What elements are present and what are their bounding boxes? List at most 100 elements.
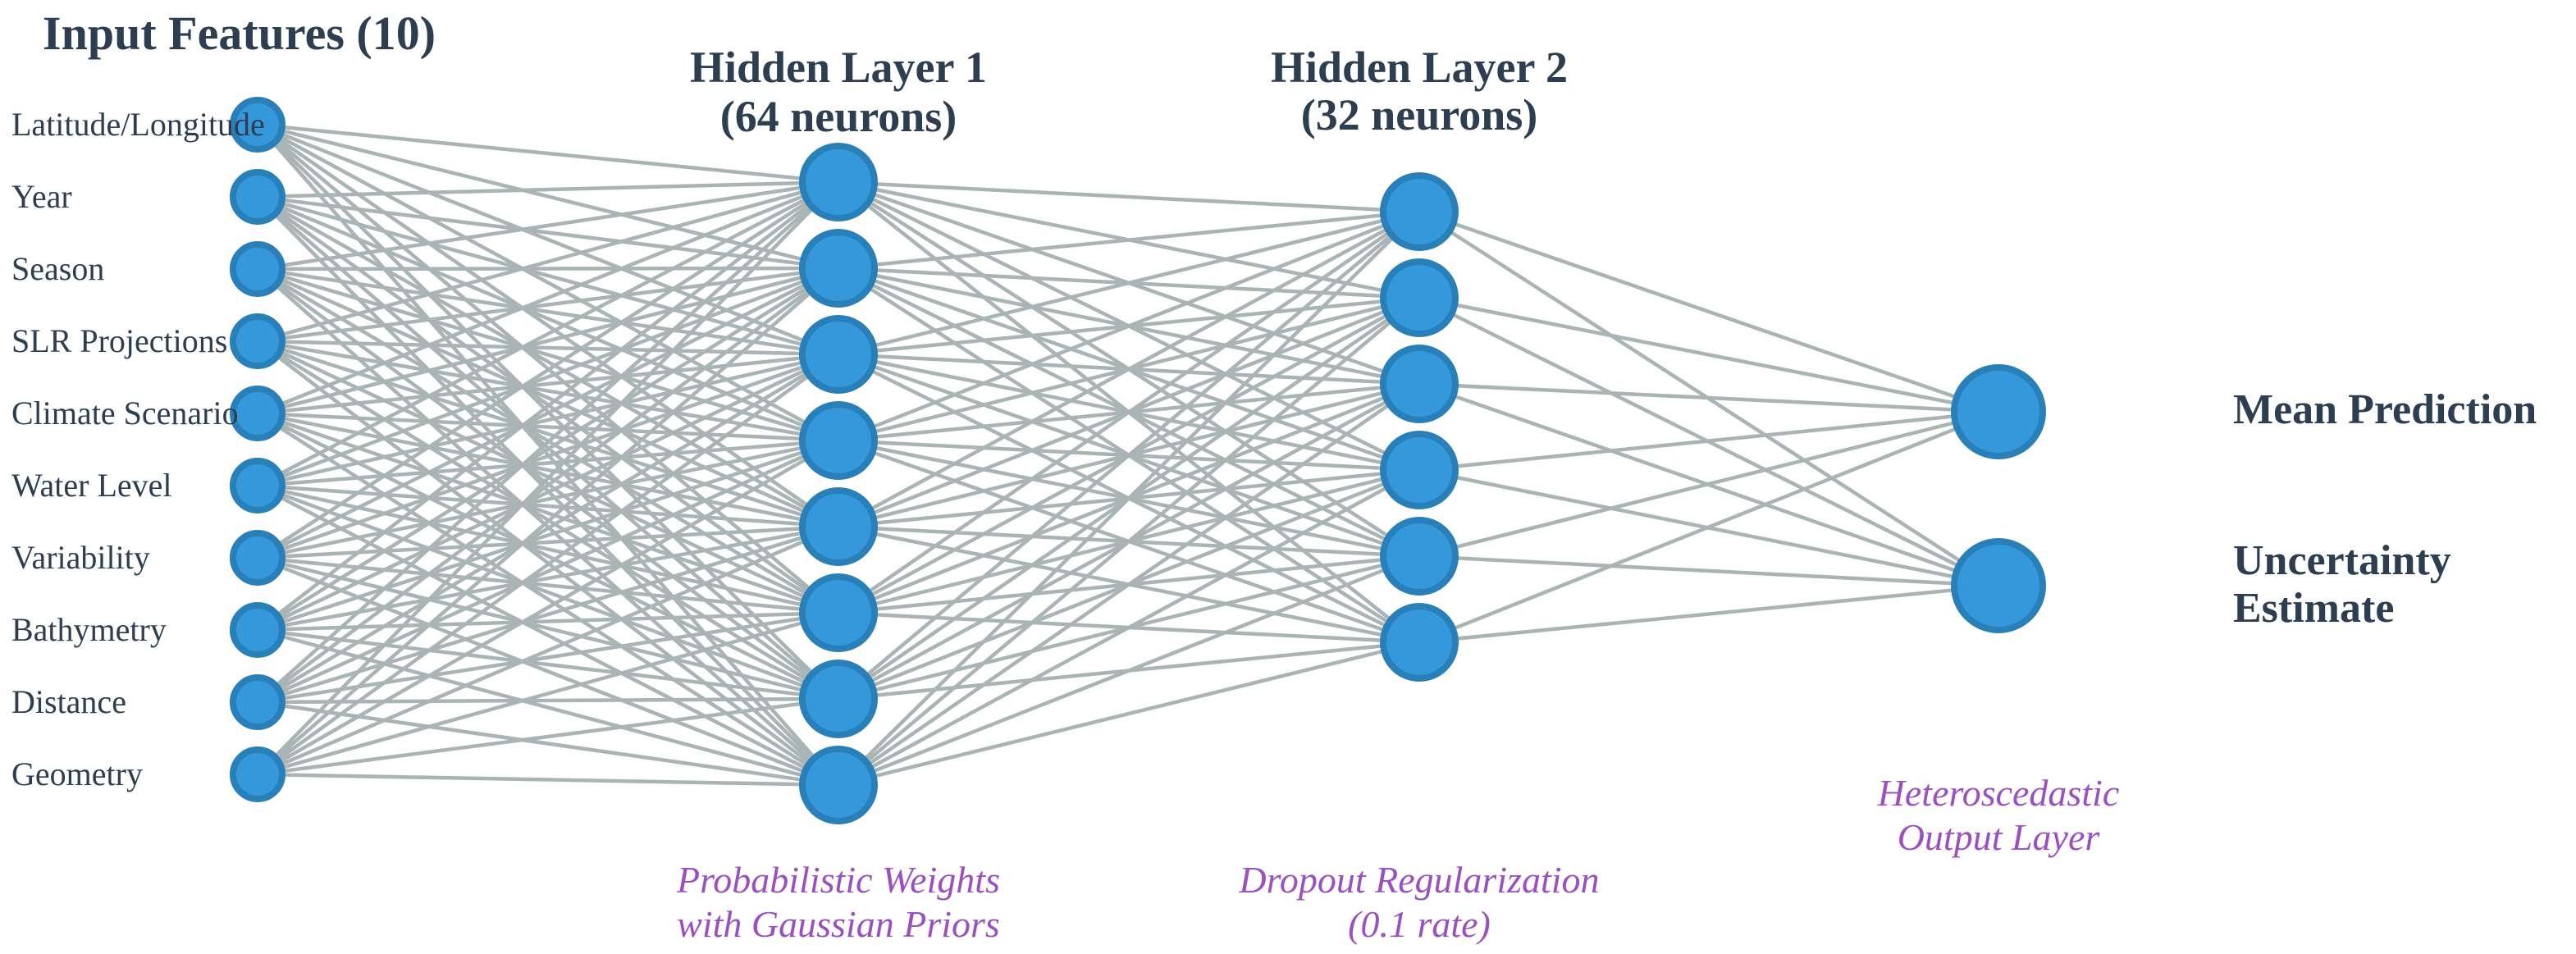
output-neuron-1 [1951, 538, 2046, 633]
input-neuron-3 [230, 313, 285, 369]
connection-hidden1-7-hidden2-4 [838, 554, 1420, 787]
connection-input-6-hidden1-7 [257, 555, 839, 787]
input-neuron-9 [230, 746, 285, 802]
connection-input-6-hidden1-5 [257, 555, 839, 615]
output-label-uncertainty: Uncertainty [2233, 537, 2451, 584]
connection-hidden2-3-output-0 [1418, 409, 1999, 472]
hidden-layer-2-title: Hidden Layer 2 [1271, 43, 1568, 92]
hidden2-neuron-0 [1380, 172, 1459, 251]
hidden1-neuron-0 [799, 143, 878, 221]
connection-input-9-hidden1-3 [256, 439, 840, 776]
connection-input-7-hidden1-0 [256, 180, 840, 632]
annotation-heteroscedastic: Heteroscedastic [1877, 772, 2120, 814]
connection-hidden2-5-output-1 [1418, 583, 1999, 645]
connection-hidden2-5-output-0 [1418, 409, 1999, 645]
input-neuron-5 [230, 458, 285, 514]
connection-input-4-hidden1-0 [257, 180, 839, 416]
input-feature-label-5: Water Level [11, 467, 172, 504]
neurons [230, 97, 2046, 824]
connection-input-5-hidden1-0 [256, 180, 840, 487]
connection-input-4-hidden1-2 [257, 352, 839, 416]
connection-input-9-hidden1-1 [256, 267, 840, 776]
input-neuron-7 [230, 602, 285, 658]
connection-hidden1-4-hidden2-0 [837, 210, 1421, 528]
hidden2-neuron-2 [1380, 345, 1459, 423]
connection-hidden1-3-hidden2-0 [838, 209, 1420, 443]
connection-input-9-hidden1-6 [257, 696, 839, 777]
hidden1-neuron-4 [799, 487, 878, 566]
hidden1-neuron-5 [799, 573, 878, 652]
connection-input-7-hidden1-5 [257, 610, 839, 632]
connection-hidden1-7-hidden2-1 [837, 296, 1421, 787]
hidden2-neuron-3 [1380, 431, 1459, 509]
connection-input-9-hidden1-4 [257, 524, 839, 777]
connection-hidden1-7-hidden2-3 [837, 468, 1421, 787]
annotation-output-layer: Output Layer [1898, 816, 2101, 858]
connection-input-7-hidden1-2 [257, 352, 839, 632]
connection-input-7-hidden1-3 [257, 438, 839, 632]
input-feature-label-2: Season [11, 250, 104, 287]
hidden1-neuron-1 [799, 229, 878, 308]
input-feature-label-8: Distance [11, 683, 126, 720]
input-neuron-4 [230, 386, 285, 441]
connection-input-7-hidden1-4 [257, 524, 839, 632]
annotation-dropout: Dropout Regularization [1238, 859, 1599, 901]
input-feature-label-4: Climate Scenario [11, 395, 239, 431]
connection-hidden1-0-hidden2-0 [838, 180, 1420, 214]
connection-input-5-hidden1-7 [256, 484, 840, 787]
output-neuron-0 [1951, 364, 2046, 459]
connection-input-1-hidden1-0 [257, 180, 839, 199]
connection-hidden1-6-hidden2-0 [837, 210, 1421, 701]
annotation-dropout-rate: (0.1 rate) [1348, 903, 1491, 945]
connection-input-2-hidden1-4 [257, 267, 839, 529]
connection-input-8-hidden1-0 [256, 180, 840, 704]
connection-hidden2-2-output-0 [1418, 381, 1999, 414]
input-feature-label-7: Bathymetry [11, 611, 167, 648]
input-layer-title: Input Features (10) [43, 7, 436, 60]
hidden2-neuron-4 [1380, 517, 1459, 596]
connection-input-8-hidden1-4 [257, 524, 839, 705]
connection-input-5-hidden1-4 [257, 483, 839, 529]
input-feature-label-1: Year [11, 178, 72, 215]
connection-input-9-hidden1-5 [257, 610, 839, 777]
connection-input-6-hidden1-4 [257, 524, 839, 560]
connection-input-4-hidden1-3 [257, 411, 839, 443]
connection-input-6-hidden1-1 [256, 266, 840, 560]
output-label-estimate: Estimate [2233, 585, 2394, 632]
input-feature-label-0: Latitude/Longitude [11, 106, 265, 143]
connection-input-9-hidden1-2 [256, 353, 840, 776]
hidden1-neuron-7 [799, 746, 878, 824]
connection-hidden2-0-output-0 [1418, 209, 1999, 414]
input-neuron-8 [230, 674, 285, 730]
connection-hidden1-5-hidden2-0 [837, 210, 1421, 614]
input-neuron-0 [230, 97, 285, 153]
connection-input-8-hidden1-6 [257, 696, 839, 705]
input-feature-label-3: SLR Projections [11, 322, 227, 359]
connection-input-3-hidden1-0 [257, 180, 839, 344]
connection-input-6-hidden1-2 [257, 352, 839, 560]
input-feature-label-6: Variability [11, 539, 150, 576]
input-neuron-1 [230, 169, 285, 225]
connections [256, 122, 2000, 787]
connection-input-8-hidden1-1 [256, 267, 840, 704]
connection-input-4-hidden1-6 [257, 411, 839, 701]
connection-hidden2-4-output-1 [1418, 554, 1999, 588]
hidden2-neuron-5 [1380, 603, 1459, 682]
connection-hidden1-7-hidden2-0 [837, 210, 1421, 787]
connection-hidden1-1-hidden2-0 [838, 209, 1420, 271]
connection-input-5-hidden1-2 [257, 352, 839, 488]
hidden-layer-2-subtitle: (32 neurons) [1301, 90, 1538, 139]
hidden1-neuron-2 [799, 315, 878, 394]
connection-input-7-hidden1-7 [257, 628, 839, 787]
connection-input-5-hidden1-1 [257, 266, 839, 488]
connection-hidden1-7-hidden2-5 [838, 640, 1420, 787]
hidden1-neuron-6 [799, 660, 878, 738]
hidden-layer-1-subtitle: (64 neurons) [720, 92, 957, 141]
annotation-probabilistic-weights: Probabilistic Weights [676, 859, 1000, 901]
output-label-mean: Mean Prediction [2233, 386, 2537, 433]
hidden-layer-1-title: Hidden Layer 1 [690, 43, 987, 92]
connection-input-4-hidden1-7 [256, 412, 840, 787]
input-neuron-2 [230, 241, 285, 297]
annotation-gaussian-priors: with Gaussian Priors [677, 903, 1000, 945]
